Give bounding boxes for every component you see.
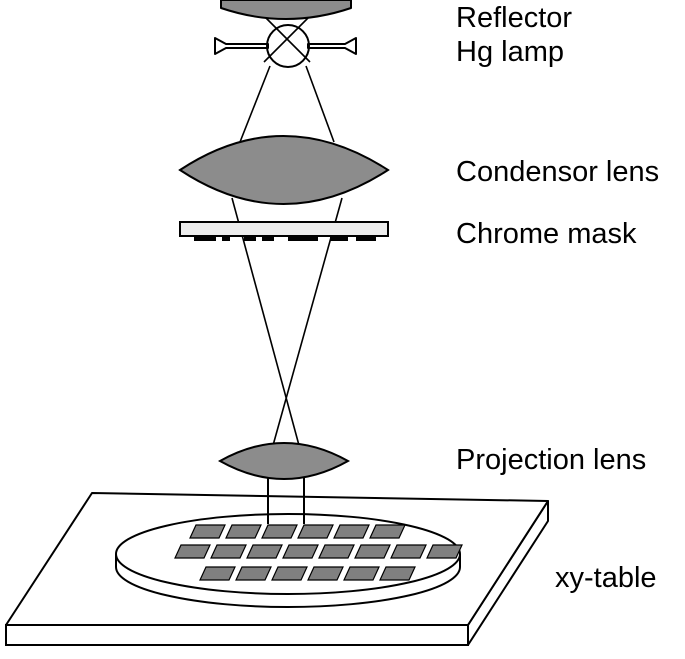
chrome-strip <box>262 236 274 241</box>
exposure-field <box>267 474 305 524</box>
wafer-die <box>333 524 370 539</box>
chrome-strip <box>244 236 256 241</box>
wafer-dies <box>174 524 463 581</box>
wafer-die <box>343 566 380 581</box>
wafer-die <box>379 566 416 581</box>
hg-lamp-label: Hg lamp <box>456 36 564 68</box>
xy-table-label: xy-table <box>555 562 657 594</box>
chrome-strip <box>288 236 318 241</box>
mask-chrome-pattern <box>194 236 376 241</box>
projection-lens-label: Projection lens <box>456 444 647 476</box>
wafer-die <box>235 566 272 581</box>
lamp-electrode-left <box>214 37 269 55</box>
table-front-face <box>5 624 469 646</box>
wafer-die <box>354 544 391 559</box>
wafer-die <box>225 524 262 539</box>
wafer-die <box>369 524 406 539</box>
wafer-die <box>210 544 247 559</box>
condensor-lens-label: Condensor lens <box>456 156 660 188</box>
lamp-bulb <box>266 24 310 68</box>
chrome-strip <box>222 236 230 241</box>
projection-lens <box>217 442 351 480</box>
ray-reflector-right <box>263 13 313 63</box>
wafer-die <box>307 566 344 581</box>
ray-reflector-left <box>261 13 311 63</box>
hg-lamp <box>214 24 357 68</box>
wafer-die <box>261 524 298 539</box>
chrome-mask-label: Chrome mask <box>456 218 637 250</box>
reflector-label: Reflector <box>456 2 573 34</box>
mask-plate <box>179 221 389 237</box>
wafer-die <box>199 566 236 581</box>
wafer-die <box>318 544 355 559</box>
chrome-strip <box>330 236 348 241</box>
chrome-mask <box>179 221 389 241</box>
ray-lamp-right <box>305 65 335 143</box>
reflector <box>220 0 352 20</box>
wafer-die <box>390 544 427 559</box>
ray-cross-a <box>231 197 301 450</box>
chrome-strip <box>194 236 216 241</box>
wafer-die <box>189 524 226 539</box>
wafer-die <box>271 566 308 581</box>
lamp-electrode-right <box>307 37 357 55</box>
wafer-die <box>246 544 283 559</box>
chrome-strip <box>356 236 376 241</box>
wafer-die <box>282 544 319 559</box>
wafer-die <box>174 544 211 559</box>
wafer-die <box>426 544 463 559</box>
condensor-lens <box>178 135 390 205</box>
ray-lamp-left <box>239 65 271 143</box>
wafer-die <box>297 524 334 539</box>
